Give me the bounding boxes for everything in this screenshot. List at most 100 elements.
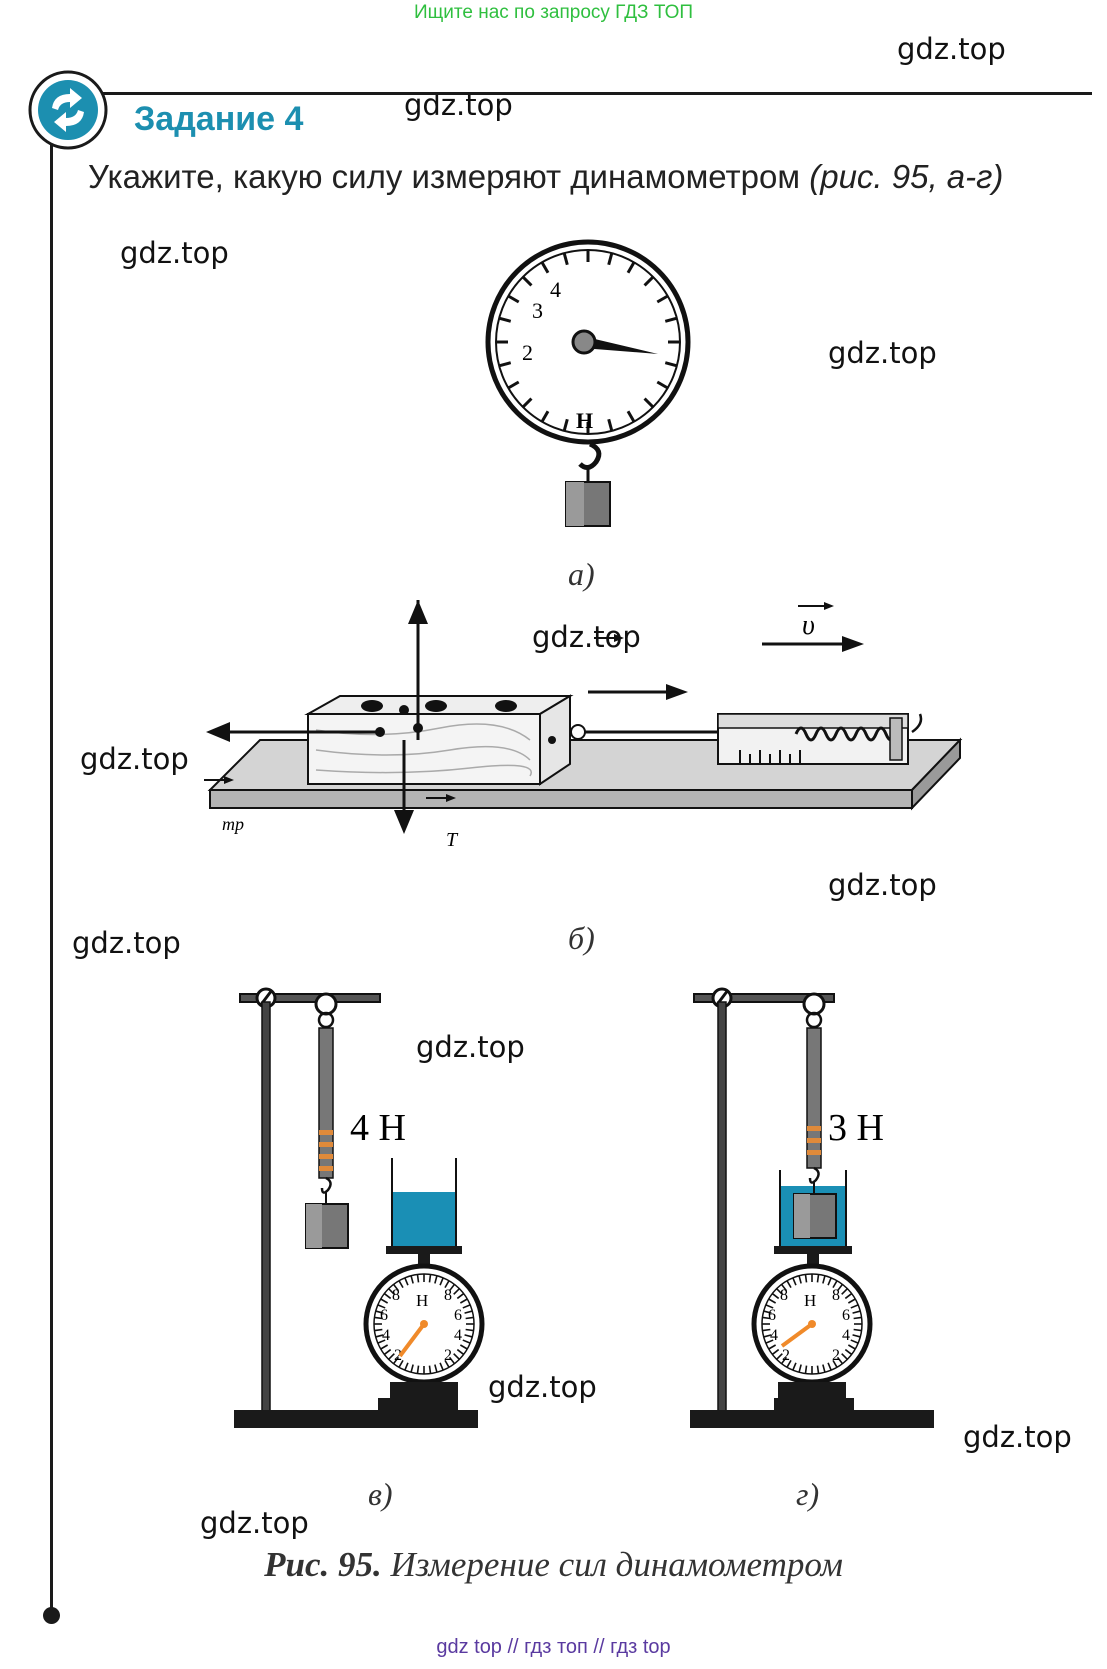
dial-tick [762, 1316, 771, 1320]
dial-label: 6 [842, 1307, 850, 1324]
dial-tick [398, 1280, 404, 1289]
dial-tick [462, 1304, 471, 1309]
top-banner[interactable]: Ищите нас по запросу ГДЗ ТОП [413, 2, 694, 23]
watermark: gdz.top [200, 1506, 309, 1540]
figure-g-caption: г) [796, 1476, 820, 1512]
dial-tick [465, 1328, 474, 1332]
dial-label: 6 [454, 1307, 462, 1324]
watermark: gdz.top [80, 742, 189, 776]
dial-tick [498, 316, 512, 323]
footer-links[interactable]: gdz top // гдз топ // гдз top [436, 1636, 671, 1658]
dial-tick [626, 410, 636, 423]
dial-tick [388, 1353, 395, 1360]
dial-tick [768, 1344, 777, 1350]
watermark: gdz.top [828, 336, 937, 370]
dial-tick [626, 261, 636, 274]
dial-tick [456, 1292, 465, 1300]
question-ref: (рис. 95, а-г) [809, 158, 1004, 195]
figure-a-dial-dynamometer: 2 3 4 Н [485, 239, 691, 527]
dial-tick [822, 1275, 826, 1284]
dial-tick [804, 1365, 808, 1374]
dial-tick [507, 294, 520, 304]
figure-a-caption: а) [568, 556, 595, 592]
dial-label: 4 [770, 1327, 778, 1344]
dial-tick [375, 1310, 384, 1314]
scale-needle [398, 1322, 426, 1358]
tension-subscript: Т [446, 829, 459, 851]
dial-label: 6 [768, 1307, 776, 1324]
dial-tick [850, 1339, 859, 1344]
dial-tick [498, 361, 512, 368]
dial-tick [798, 1364, 802, 1373]
dial-tick [439, 1362, 444, 1371]
dial-tick [464, 1334, 473, 1338]
friction-subscript: тр [222, 814, 244, 834]
dial-tick [798, 1275, 802, 1284]
figure-v-stand-scale: 4 Н 8 6 4 2 8 6 4 2 Н [234, 987, 485, 1428]
dial-label: 8 [832, 1287, 840, 1304]
watermark: gdz.top [897, 32, 1006, 66]
watermark: gdz.top [532, 620, 641, 654]
dial-tick [847, 1344, 856, 1350]
watermark: gdz.top [828, 868, 937, 902]
dial-tick [377, 1304, 386, 1309]
dial-tick [816, 1365, 820, 1374]
dial-tick [832, 1359, 838, 1368]
dial-tick [853, 1328, 862, 1332]
dial-tick [374, 1316, 383, 1320]
dial-tick [392, 1356, 400, 1365]
dial-tick [383, 1348, 392, 1356]
dial-tick [404, 1277, 409, 1286]
dial-tick [768, 1298, 777, 1304]
dial-tick [844, 1348, 853, 1356]
dial-tick [434, 1275, 438, 1284]
dial-tick [776, 1288, 783, 1295]
dial-tick [763, 1310, 772, 1314]
header-rule [100, 92, 1092, 95]
dial-needle [582, 336, 658, 354]
dial-tick [771, 1348, 780, 1356]
dial-tick [643, 397, 655, 409]
dial-tick [521, 275, 533, 287]
dial-tick [448, 1283, 456, 1292]
scale-needle [780, 1322, 814, 1348]
dial-tick [428, 1274, 432, 1283]
figure-b-caption: б) [568, 920, 595, 956]
dial-label: 3 [532, 298, 543, 323]
dial-tick [607, 252, 614, 266]
dial-tick [456, 1348, 465, 1356]
dial-tick [832, 1280, 838, 1289]
dial-label: 8 [444, 1287, 452, 1304]
dial-tick [521, 397, 533, 409]
dial-tick [841, 1353, 848, 1360]
figure-b-friction-setup: υ тр Т [204, 600, 963, 851]
dial-tick [765, 1339, 774, 1344]
dial-tick [453, 1353, 460, 1360]
dial-tick [410, 1275, 414, 1284]
dial-tick [816, 1274, 820, 1283]
dial-label: 2 [444, 1347, 452, 1364]
dial-tick [375, 1334, 384, 1338]
dial-unit: Н [416, 1291, 428, 1310]
dial-tick [852, 1334, 861, 1338]
dial-unit: Н [804, 1291, 816, 1310]
dial-tick [664, 316, 678, 323]
dial-tick [416, 1274, 420, 1283]
dial-tick [664, 361, 678, 368]
dial-tick [771, 1292, 780, 1300]
dial-tick [398, 1359, 404, 1368]
dial-tick [844, 1292, 853, 1300]
dial-tick [607, 418, 614, 432]
dial-label: 4 [842, 1327, 850, 1344]
dial-tick [776, 1353, 783, 1360]
refresh-arrows-icon [28, 70, 108, 150]
dial-tick [852, 1310, 861, 1314]
dial-tick [462, 1339, 471, 1344]
dial-tick [780, 1356, 788, 1365]
dial-unit: Н [576, 408, 593, 433]
dial-tick [836, 1356, 844, 1365]
dial-tick [656, 294, 669, 304]
dial-tick [792, 1362, 797, 1371]
dial-label: 2 [394, 1347, 402, 1364]
dial-tick [459, 1344, 468, 1350]
